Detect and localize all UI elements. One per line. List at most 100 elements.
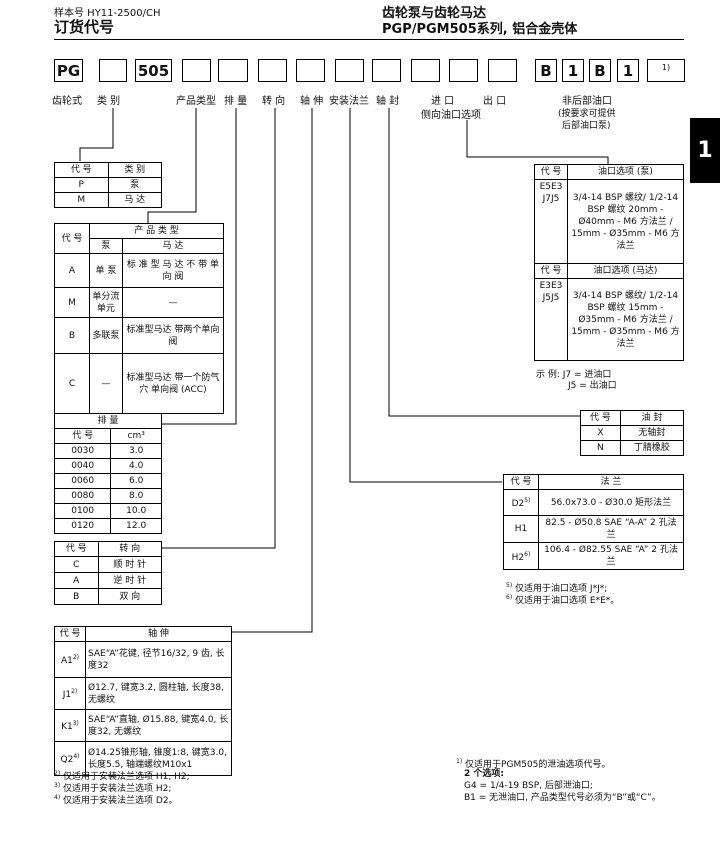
category-code-header: 代 号 xyxy=(54,162,109,178)
shaft-code: J12) xyxy=(54,677,86,710)
rotation-dir-header: 转 向 xyxy=(97,541,163,557)
shaft-note: 4) 仅适用于安装法兰选项 D2。 xyxy=(54,794,178,806)
code-box-inlet xyxy=(449,59,478,82)
code-box-rotation xyxy=(296,59,325,82)
displacement-value: 8.0 xyxy=(110,488,162,504)
port-motor-codes: E3E3 J5J5 xyxy=(534,278,568,361)
seal-code: X xyxy=(580,425,621,441)
displacement-code-header: 代 号 xyxy=(53,428,112,444)
rotation-code: A xyxy=(54,572,99,589)
label-rear-port: 非后部油口 xyxy=(562,96,612,107)
flange-code: H1 xyxy=(503,515,539,543)
product-code: M xyxy=(54,287,90,318)
label-rear-port-note2: 后部油口泵) xyxy=(562,121,611,131)
product-code-header: 代 号 xyxy=(54,223,90,254)
product-code: A xyxy=(54,253,90,288)
rotation-code: C xyxy=(54,556,99,573)
shaft-code: Q24) xyxy=(54,741,86,776)
rotation-name: 双 向 xyxy=(97,588,163,605)
port-pump-codes: E5E3 J7J5 xyxy=(534,179,568,264)
line-flange xyxy=(349,108,502,483)
catalog-number: 样本号 HY11-2500/CH xyxy=(54,8,161,19)
order-code-title: 订货代号 xyxy=(54,18,115,36)
flange-code: D25) xyxy=(503,489,539,516)
label-gear: 齿轮式 xyxy=(52,96,82,107)
port-code-header: 代 号 xyxy=(534,263,568,279)
product-pump-header: 泵 xyxy=(89,238,123,254)
code-box-flange xyxy=(372,59,401,82)
code-box-category xyxy=(99,59,127,82)
shaft-desc: Ø12.7, 键宽3.2, 圆柱轴, 长度38, 无螺纹 xyxy=(85,677,232,710)
rotation-name: 顺 时 针 xyxy=(97,556,163,573)
product-motor: 标准型马达 带一个防气穴 单向阀 (ACC) xyxy=(121,353,225,414)
footnote-1-b1: B1 = 无泄油口, 产品类型代号必须为“B”或“C”。 xyxy=(464,793,661,803)
shaft-desc: SAE“A”直轴, Ø15.88, 键宽4.0, 长度32, 无螺纹 xyxy=(85,709,232,742)
label-outlet: 出 口 xyxy=(483,96,507,107)
flange-desc: 82.5 - Ø50.8 SAE “A-A” 2 孔法兰 xyxy=(538,515,684,543)
port-motor-header: 油口选项 (马达) xyxy=(567,263,684,279)
displacement-code: 0060 xyxy=(53,473,112,489)
category-name: 马 达 xyxy=(107,192,162,208)
shaft-desc: SAE“A”花键, 径节16/32, 9 齿, 长度32 xyxy=(85,641,232,678)
port-pump-desc: 3/4-14 BSP 螺纹/ 1/2-14 BSP 螺纹 20mm - Ø40m… xyxy=(567,179,684,264)
shaft-code-header: 代 号 xyxy=(54,626,86,642)
label-seal: 轴 封 xyxy=(376,96,400,107)
shaft-note: 2) 仅适用于安装法兰选项 H1, H2; xyxy=(54,770,190,782)
footnote-1-g4: G4 = 1/4-19 BSP, 后部泄油口; xyxy=(464,781,593,791)
code-box-model: 505 xyxy=(135,59,172,82)
code-box-displacement-2 xyxy=(258,59,287,82)
rotation-name: 逆 时 针 xyxy=(97,572,163,589)
label-rotation: 转 向 xyxy=(262,96,286,107)
code-box-outlet xyxy=(488,59,517,82)
flange-code: H26) xyxy=(503,542,539,570)
label-product-type: 产品类型 xyxy=(176,96,216,107)
rotation-code: B xyxy=(54,588,99,605)
code-box-footnote: 1) xyxy=(647,59,685,82)
displacement-title: 排 量 xyxy=(54,413,162,429)
displacement-value: 12.0 xyxy=(110,518,162,534)
product-pump: — xyxy=(89,353,123,414)
product-title: 齿轮泵与齿轮马达 xyxy=(382,6,487,21)
displacement-unit-header: cm³ xyxy=(110,428,162,444)
category-code: P xyxy=(54,177,109,193)
port-example-line2: J5 = 出油口 xyxy=(568,381,617,391)
displacement-code: 0120 xyxy=(53,518,112,534)
category-name: 泵 xyxy=(107,177,162,193)
displacement-code: 0040 xyxy=(53,458,112,474)
code-box-rear-3: B xyxy=(589,59,611,82)
shaft-header: 轴 伸 xyxy=(85,626,232,642)
product-motor: 标 准 型 马 达 不 带 单 向 阀 xyxy=(121,253,225,288)
product-type-header: 产 品 类 型 xyxy=(89,223,224,239)
seal-code-header: 代 号 xyxy=(580,410,621,426)
flange-desc: 106.4 - Ø82.55 SAE “A” 2 孔法兰 xyxy=(538,542,684,570)
header-divider xyxy=(54,39,684,40)
product-pump: 多联泵 xyxy=(89,317,123,354)
code-box-rear-4: 1 xyxy=(617,59,639,82)
shaft-code: A12) xyxy=(54,641,86,678)
label-rear-port-note1: (按要求可提供 xyxy=(558,109,616,119)
line-seal xyxy=(388,108,580,417)
label-shaft: 轴 伸 xyxy=(300,96,324,107)
code-box-product-type xyxy=(182,59,211,82)
product-motor: 标准型马达 带两个单向阀 xyxy=(121,317,225,354)
product-code: B xyxy=(54,317,90,354)
flange-desc: 56.0x73.0 - Ø30.0 矩形法兰 xyxy=(538,489,684,516)
code-box-rear-2: 1 xyxy=(562,59,584,82)
flange-note: 6) 仅适用于油口选项 E*E*。 xyxy=(506,594,620,606)
shaft-code: K13) xyxy=(54,709,86,742)
displacement-value: 10.0 xyxy=(110,503,162,519)
flange-header: 法 兰 xyxy=(538,474,684,490)
line-rotation xyxy=(162,108,276,549)
displacement-value: 3.0 xyxy=(110,443,162,459)
shaft-desc: Ø14.25锥形轴, 锥度1:8, 键宽3.0, 长度5.5, 轴端螺纹M10x… xyxy=(85,741,232,776)
label-displacement: 排 量 xyxy=(224,96,248,107)
port-example: 示 例: J7 = 进油口 xyxy=(536,370,612,380)
product-pump: 单 泵 xyxy=(89,253,123,288)
displacement-code: 0030 xyxy=(53,443,112,459)
